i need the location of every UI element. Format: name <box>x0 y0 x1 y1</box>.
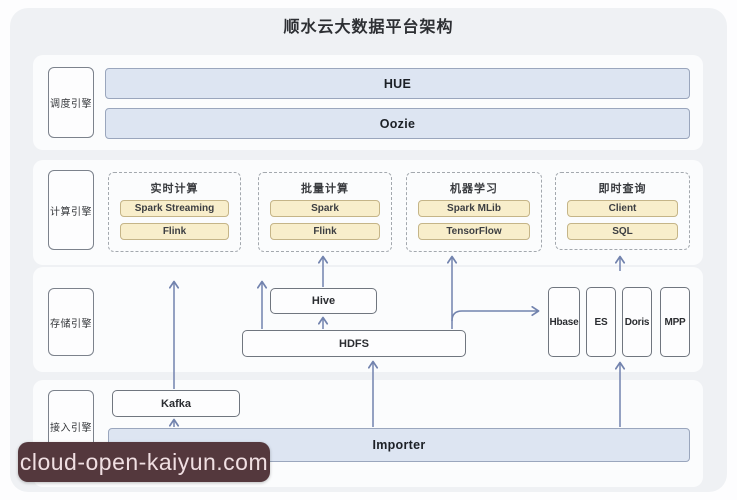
label-compute-engine: 计算引擎 <box>48 170 94 250</box>
group-title: 批量计算 <box>301 183 349 195</box>
node-sql: SQL <box>567 223 678 240</box>
group-title: 机器学习 <box>450 183 498 195</box>
node-oozie: Oozie <box>105 108 690 139</box>
node-spark-streaming: Spark Streaming <box>120 200 229 217</box>
label-scheduling-engine: 调度引擎 <box>48 67 94 138</box>
node-flink-realtime: Flink <box>120 223 229 240</box>
group-instant-query: 即时查询 Client SQL <box>555 172 690 250</box>
page-title: 顺水云大数据平台架构 <box>283 19 454 36</box>
label-storage-engine: 存储引擎 <box>48 288 94 356</box>
node-hue: HUE <box>105 68 690 99</box>
node-hive: Hive <box>270 288 377 314</box>
node-hdfs: HDFS <box>242 330 466 357</box>
watermark-badge: cloud-open-kaiyun.com <box>18 442 270 482</box>
group-realtime-compute: 实时计算 Spark Streaming Flink <box>108 172 241 252</box>
node-doris: Doris <box>622 287 652 357</box>
node-kafka: Kafka <box>112 390 240 417</box>
node-tensorflow: TensorFlow <box>418 223 530 240</box>
group-title: 实时计算 <box>150 183 199 195</box>
node-hbase: Hbase <box>548 287 580 357</box>
node-client: Client <box>567 200 678 217</box>
group-machine-learning: 机器学习 Spark MLib TensorFlow <box>406 172 542 252</box>
node-es: ES <box>586 287 616 357</box>
node-spark-mlib: Spark MLib <box>418 200 530 217</box>
node-mpp: MPP <box>660 287 690 357</box>
node-flink-batch: Flink <box>270 223 380 240</box>
group-title: 即时查询 <box>598 183 647 195</box>
group-batch-compute: 批量计算 Spark Flink <box>258 172 392 252</box>
node-spark: Spark <box>270 200 380 217</box>
